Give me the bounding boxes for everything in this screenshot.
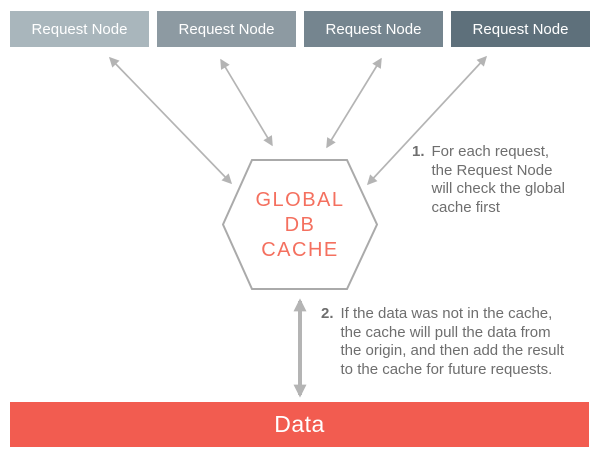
annotation-step-2-line-1: If the data was not in the cache, bbox=[340, 305, 553, 322]
cache-label: GLOBAL DB CACHE bbox=[223, 188, 377, 263]
request-node-3-label: Request Node bbox=[325, 20, 422, 38]
annotation-step-1-line-2: the Request Node bbox=[431, 161, 553, 179]
annotation-step-2-number: 2. bbox=[321, 305, 334, 322]
request-node-1-label: Request Node bbox=[31, 20, 128, 38]
data-origin-bar-label: Data bbox=[274, 411, 325, 437]
cache-label-line-3: CACHE bbox=[261, 239, 339, 261]
arrow-node1-cache bbox=[108, 56, 233, 185]
annotation-step-1-text: For each request, the Request Node will … bbox=[432, 143, 565, 217]
annotation-step-2-line-4: to the cache for future requests. bbox=[340, 360, 553, 378]
request-node-3: Request Node bbox=[304, 11, 443, 47]
request-node-2-label: Request Node bbox=[178, 20, 275, 38]
annotation-step-1: 1. For each request, the Request Node wi… bbox=[412, 143, 565, 217]
annotation-step-2-line-3: the origin, and then add the result bbox=[340, 342, 565, 359]
annotation-step-2-text: If the data was not in the cache, the ca… bbox=[341, 305, 565, 379]
data-origin-bar: Data bbox=[10, 402, 589, 447]
cache-label-line-2: DB bbox=[284, 214, 316, 236]
arrow-node2-cache bbox=[220, 58, 273, 147]
arrow-node3-cache bbox=[326, 57, 382, 149]
annotation-step-1-line-1: For each request, bbox=[431, 143, 550, 160]
request-node-4: Request Node bbox=[451, 11, 590, 47]
cache-label-line-1: GLOBAL bbox=[255, 189, 345, 211]
request-node-1: Request Node bbox=[10, 11, 149, 47]
arrows-group bbox=[108, 55, 488, 398]
annotation-step-2: 2. If the data was not in the cache, the… bbox=[321, 305, 564, 379]
cache-hexagon bbox=[221, 159, 379, 290]
annotation-step-1-line-3: will check the global bbox=[431, 180, 565, 197]
annotation-step-2-line-2: the cache will pull the data from bbox=[340, 323, 551, 341]
request-node-4-label: Request Node bbox=[472, 20, 569, 38]
request-node-2: Request Node bbox=[157, 11, 296, 47]
annotation-step-1-line-4: cache first bbox=[431, 198, 500, 216]
annotation-step-1-number: 1. bbox=[412, 143, 425, 160]
arrow-node4-cache bbox=[366, 55, 488, 186]
